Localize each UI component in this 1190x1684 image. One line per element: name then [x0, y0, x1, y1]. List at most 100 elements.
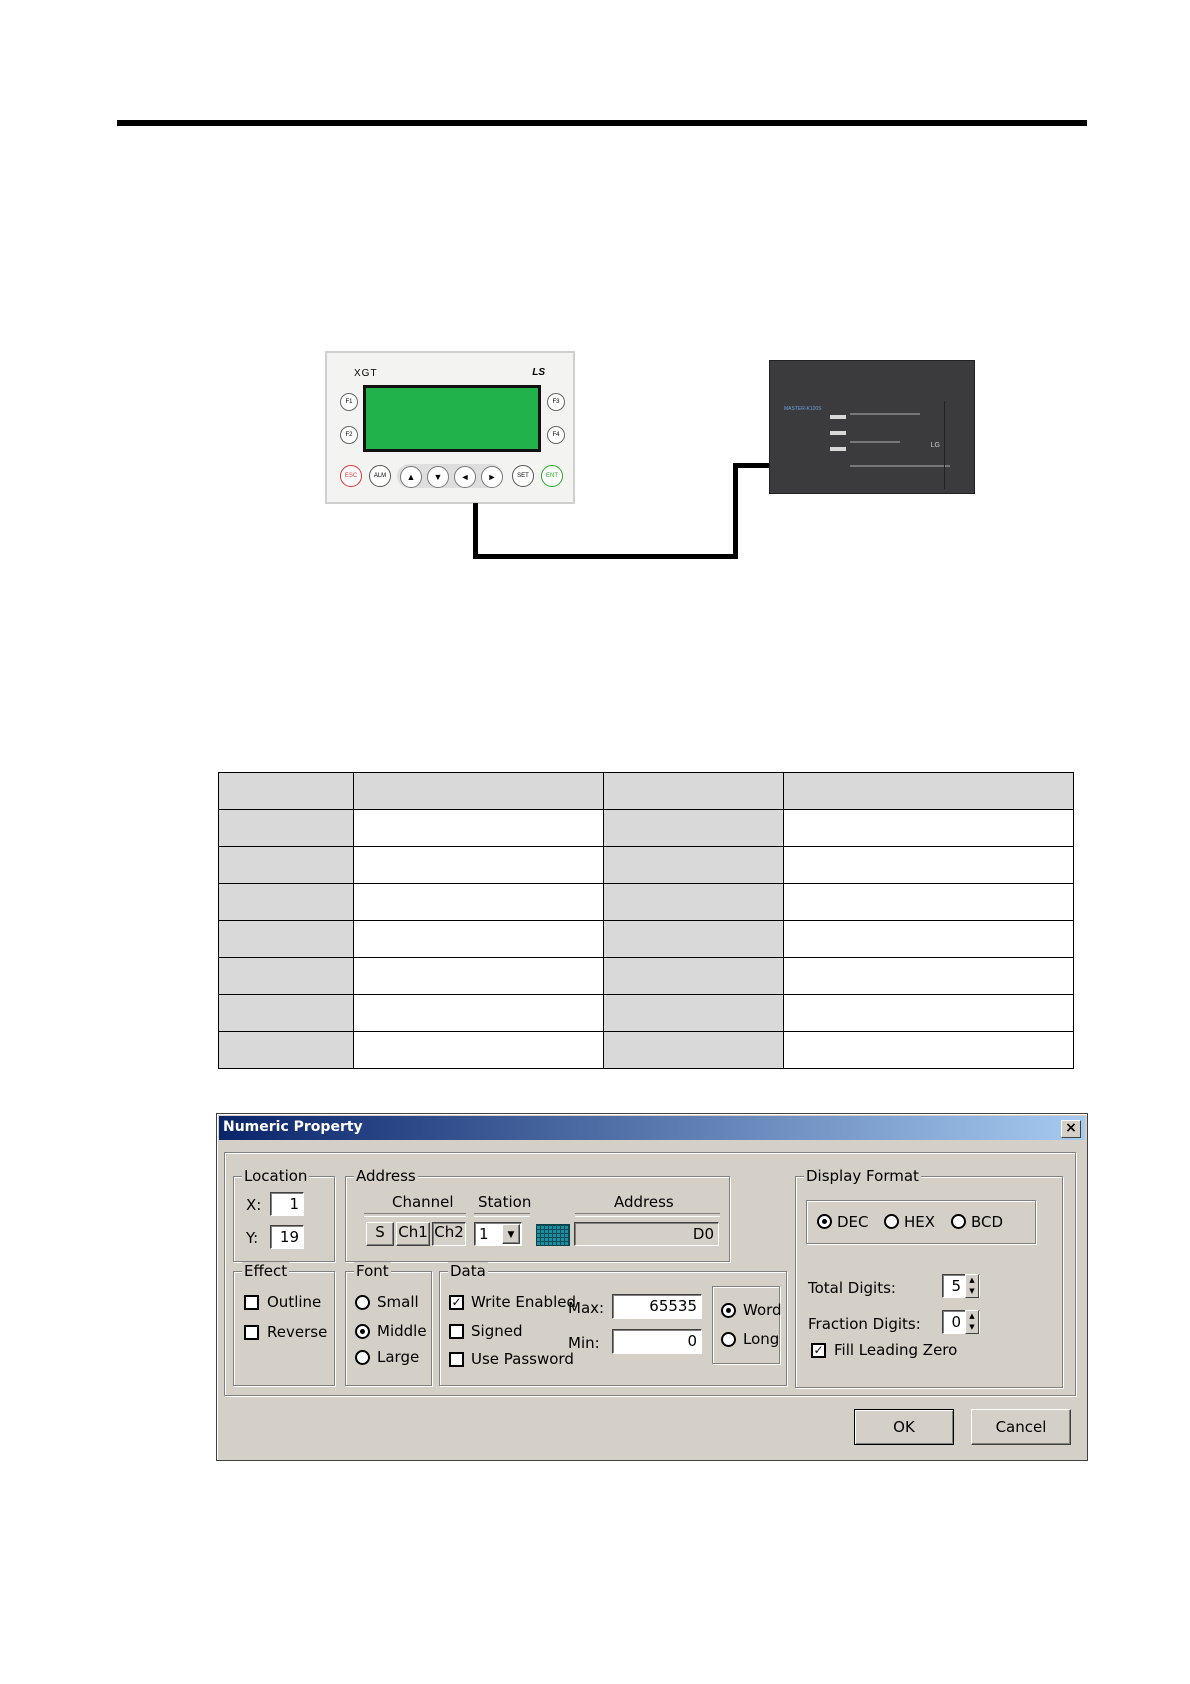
- hmi-model-label: XGT: [354, 368, 378, 379]
- table-cell: [783, 920, 1074, 958]
- table-row: [218, 809, 1074, 847]
- word-radio[interactable]: [721, 1303, 736, 1318]
- cancel-button[interactable]: Cancel: [971, 1409, 1071, 1445]
- data-group: Data ✓ Write Enabled Signed Use Password…: [439, 1262, 787, 1386]
- font-small-label: Small: [377, 1293, 419, 1311]
- table-cell: [603, 920, 784, 958]
- chevron-down-icon[interactable]: ▼: [502, 1224, 520, 1244]
- fraction-digits-spinner[interactable]: ▲▼: [965, 1310, 979, 1334]
- hmi-lcd-screen: [363, 385, 541, 452]
- table-cell: [218, 883, 354, 921]
- plc-io-indicators: [850, 465, 950, 467]
- effect-group: Effect Outline Reverse: [233, 1262, 335, 1386]
- table-cell: [218, 957, 354, 995]
- address-group: Address Channel Station Address S Ch1 Ch…: [345, 1167, 730, 1262]
- table-cell: [783, 1031, 1074, 1069]
- plc-led: [830, 415, 846, 419]
- table-cell: [353, 957, 604, 995]
- table-cell: [353, 920, 604, 958]
- effect-legend: Effect: [242, 1262, 290, 1280]
- hex-radio[interactable]: [884, 1214, 899, 1229]
- reverse-checkbox[interactable]: [244, 1325, 259, 1340]
- f4-key: F4: [547, 426, 565, 444]
- min-label: Min:: [568, 1334, 600, 1352]
- table-cell: [353, 846, 604, 884]
- location-x-input[interactable]: 1: [270, 1192, 304, 1216]
- plc-led: [830, 447, 846, 451]
- channel-separator: [364, 1213, 466, 1217]
- table-cell: [218, 809, 354, 847]
- plc-io-indicators: [850, 441, 900, 443]
- plc-cover: [944, 401, 971, 489]
- table-cell: [603, 883, 784, 921]
- write-enabled-checkbox[interactable]: ✓: [449, 1295, 464, 1310]
- table-row: [218, 846, 1074, 884]
- font-large-radio[interactable]: [355, 1350, 370, 1365]
- table-cell: [353, 994, 604, 1032]
- arrow-key-group: ▲ ▼ ◄ ►: [397, 464, 503, 488]
- f2-key: F2: [340, 426, 358, 444]
- bcd-label: BCD: [971, 1213, 1004, 1231]
- channel-s-button[interactable]: S: [366, 1222, 394, 1246]
- table-row: [218, 920, 1074, 958]
- bcd-radio[interactable]: [951, 1214, 966, 1229]
- hex-label: HEX: [904, 1213, 936, 1231]
- ok-button[interactable]: OK: [854, 1409, 954, 1445]
- address-input[interactable]: D0: [574, 1222, 719, 1246]
- signed-checkbox[interactable]: [449, 1324, 464, 1339]
- font-legend: Font: [354, 1262, 391, 1280]
- dialog-body: Location X: 1 Y: 19 Address Channel Stat…: [224, 1152, 1076, 1396]
- table-cell: [218, 772, 354, 810]
- display-format-group: Display Format DEC HEX BCD Total Digits:…: [795, 1167, 1063, 1388]
- channel-header: Channel: [392, 1193, 454, 1211]
- x-label: X:: [246, 1196, 262, 1214]
- outline-label: Outline: [267, 1293, 322, 1311]
- device-map-icon[interactable]: [536, 1224, 570, 1246]
- use-password-checkbox[interactable]: [449, 1352, 464, 1367]
- font-small-radio[interactable]: [355, 1295, 370, 1310]
- table-cell: [218, 846, 354, 884]
- long-label: Long: [743, 1330, 780, 1348]
- font-middle-radio[interactable]: [355, 1324, 370, 1339]
- total-digits-label: Total Digits:: [808, 1279, 896, 1297]
- write-enabled-label: Write Enabled: [471, 1293, 576, 1311]
- table-cell: [353, 1031, 604, 1069]
- dec-radio[interactable]: [817, 1214, 832, 1229]
- format-radio-box: DEC HEX BCD: [806, 1200, 1036, 1244]
- set-key: SET: [512, 465, 534, 487]
- station-separator: [474, 1213, 530, 1217]
- esc-key: ESC: [340, 465, 362, 487]
- location-y-input[interactable]: 19: [270, 1225, 304, 1249]
- total-digits-spinner[interactable]: ▲▼: [965, 1274, 979, 1298]
- fill-leading-zero-label: Fill Leading Zero: [834, 1341, 958, 1359]
- signed-label: Signed: [471, 1322, 523, 1340]
- table-row: [218, 772, 1074, 810]
- plc-model-label: MASTER-K120S: [784, 406, 822, 412]
- long-radio[interactable]: [721, 1332, 736, 1347]
- close-icon[interactable]: ×: [1061, 1120, 1081, 1138]
- font-large-label: Large: [377, 1348, 420, 1366]
- outline-checkbox[interactable]: [244, 1295, 259, 1310]
- station-select[interactable]: 1 ▼: [474, 1222, 522, 1246]
- plc-device: MASTER-K120S LG: [769, 360, 975, 494]
- table-cell: [603, 994, 784, 1032]
- station-value: 1: [479, 1225, 489, 1243]
- min-value-input[interactable]: 0: [612, 1329, 702, 1354]
- address-separator: [575, 1213, 720, 1217]
- fill-leading-zero-checkbox[interactable]: ✓: [811, 1343, 826, 1358]
- cable-segment: [733, 463, 738, 559]
- max-value-input[interactable]: 65535: [612, 1294, 702, 1319]
- use-password-label: Use Password: [471, 1350, 574, 1368]
- channel-ch1-button[interactable]: Ch1: [396, 1222, 430, 1246]
- channel-ch2-button[interactable]: Ch2: [432, 1222, 466, 1246]
- numeric-property-dialog: Numeric Property × Location X: 1 Y: 19 A…: [216, 1113, 1088, 1461]
- cable-segment: [473, 554, 738, 559]
- font-group: Font Small Middle Large: [345, 1262, 432, 1386]
- plc-io-indicators: [850, 413, 920, 415]
- address-legend: Address: [354, 1167, 418, 1185]
- table-row: [218, 883, 1074, 921]
- table-row: [218, 1031, 1074, 1069]
- table-cell: [218, 920, 354, 958]
- table-cell: [603, 846, 784, 884]
- hmi-brand-logo: LS: [532, 367, 545, 378]
